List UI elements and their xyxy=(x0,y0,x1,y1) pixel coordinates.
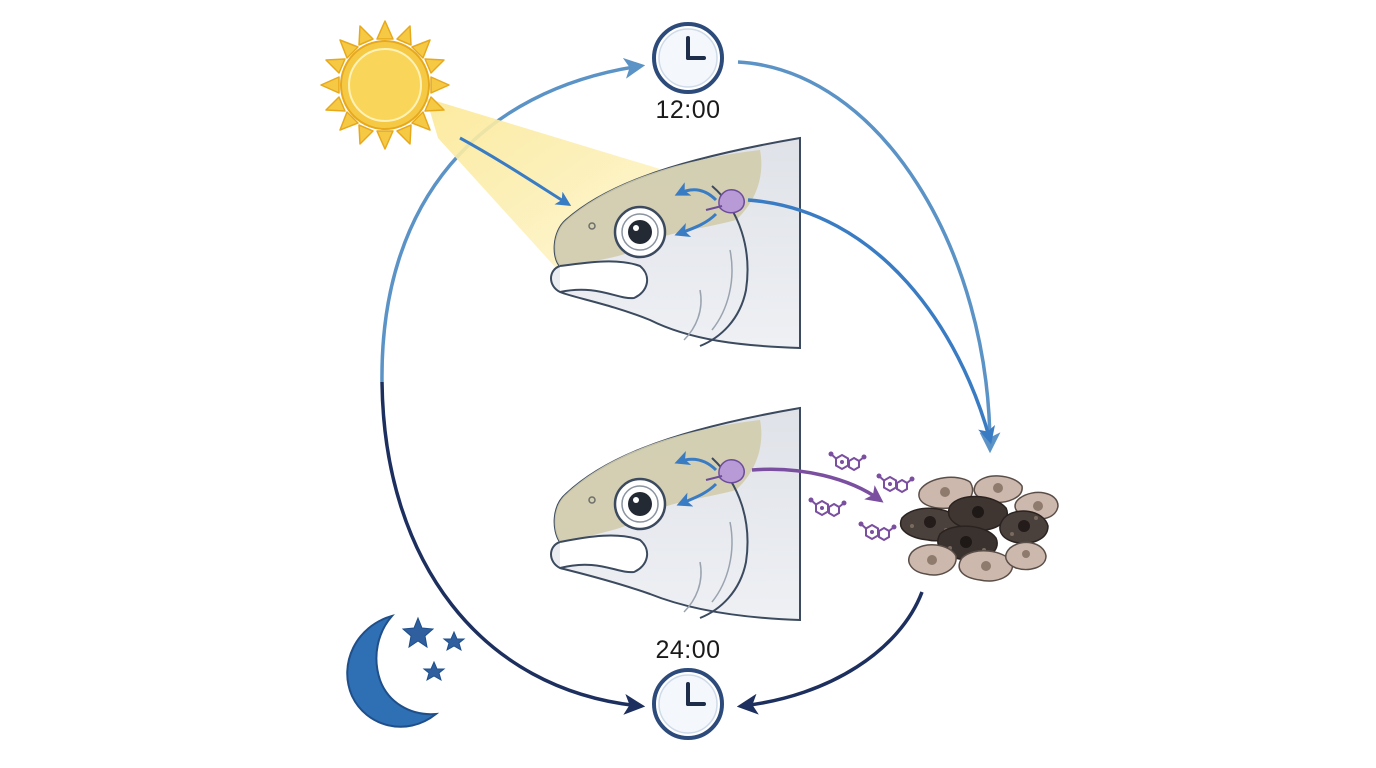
sun-icon xyxy=(320,20,450,150)
fish-nostril xyxy=(588,496,596,504)
fish-head-night xyxy=(550,406,884,622)
signal-arrow-to-cells xyxy=(747,198,995,445)
star-icon xyxy=(401,616,435,649)
signal-arrow-down xyxy=(676,482,718,507)
star-icon xyxy=(422,660,446,682)
sunlight-beam xyxy=(426,98,670,268)
fish-mouth xyxy=(559,260,649,300)
fish-eye xyxy=(613,477,667,531)
pineal-gland-icon xyxy=(705,189,745,214)
clock-icon-noon xyxy=(652,22,724,94)
signal-arrow-up xyxy=(674,182,718,202)
fish-head-day xyxy=(550,136,995,445)
fish-nostril xyxy=(588,222,596,230)
clock-icon-midnight xyxy=(652,668,724,740)
signal-arrow-up xyxy=(674,451,718,472)
night-cycle-arc-left xyxy=(380,381,646,715)
fish-gill-inner xyxy=(711,521,733,603)
fish-head-cap xyxy=(554,150,762,266)
fish-mouth xyxy=(559,534,649,574)
midnight-time-label: 24:00 xyxy=(655,636,721,664)
fish-head-cap xyxy=(554,420,762,542)
molecule-icon xyxy=(827,450,868,471)
fish-gill-inner xyxy=(711,249,733,331)
fish-eye xyxy=(613,205,667,259)
pineal-gland-icon xyxy=(705,459,745,484)
fish-gill-inner2 xyxy=(683,561,702,613)
star-icon xyxy=(442,630,466,652)
pigment-cells-cluster xyxy=(899,475,1059,582)
light-arrow xyxy=(459,136,572,207)
night-cycle-arc-right xyxy=(736,591,924,715)
moon-icon xyxy=(346,614,440,728)
melatonin-arrow xyxy=(751,467,884,503)
day-cycle-arc-left xyxy=(380,57,646,383)
signal-arrow-down xyxy=(674,212,718,238)
noon-time-label: 12:00 xyxy=(655,96,721,124)
fish-gill-inner2 xyxy=(683,289,702,341)
molecule-icon xyxy=(875,472,916,493)
day-cycle-arc-right xyxy=(737,60,1001,454)
molecule-icon xyxy=(807,496,848,517)
molecule-icon xyxy=(857,520,898,541)
